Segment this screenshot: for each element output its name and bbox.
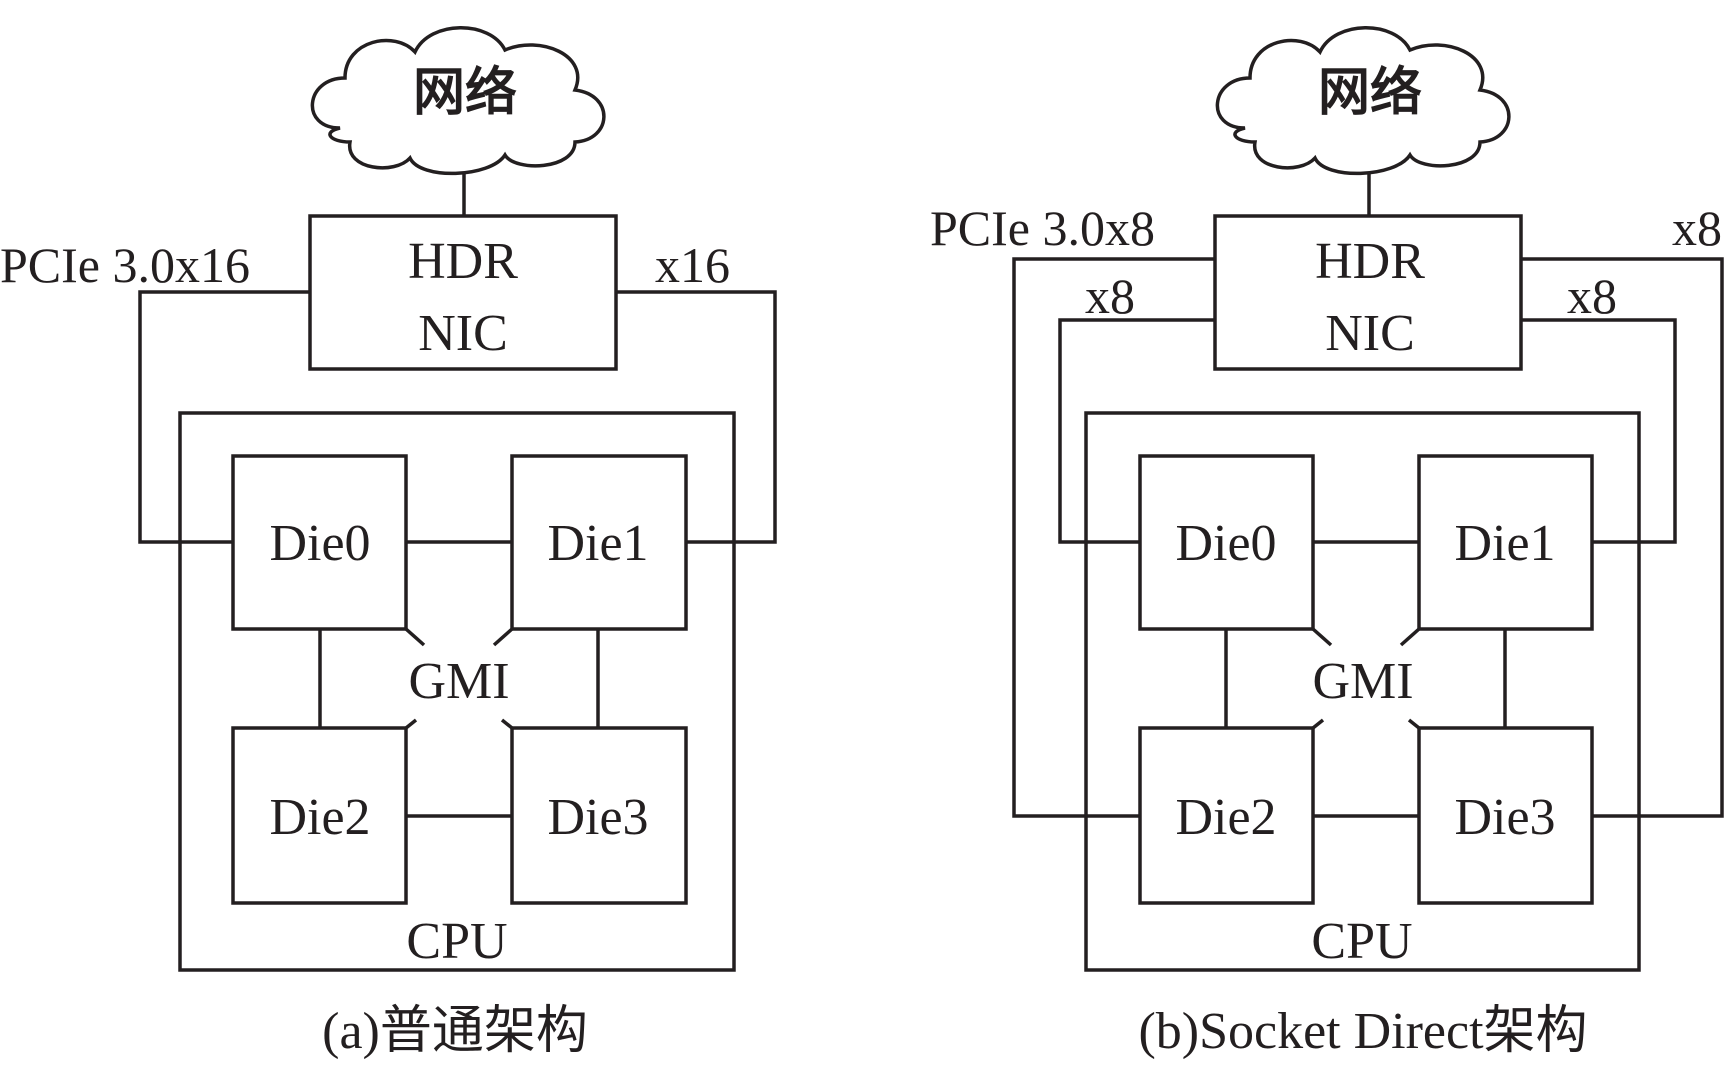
die2-box-a xyxy=(231,726,408,905)
pcie-label-right-a: x16 xyxy=(655,237,730,293)
pcie-label-outer-right-b: x8 xyxy=(1672,200,1722,256)
gmi-label-b: GMI xyxy=(1312,653,1413,710)
pcie-label-inner-left-b: x8 xyxy=(1085,268,1135,324)
pcie-link-left-a xyxy=(138,290,310,544)
gmi-stub-die1-a xyxy=(492,627,514,647)
network-cloud-a xyxy=(310,26,606,176)
die3-label-a: Die3 xyxy=(547,789,648,846)
hdr-nic-b xyxy=(1213,214,1523,371)
die0-label-b: Die0 xyxy=(1175,515,1276,572)
network-cloud-b xyxy=(1215,26,1511,176)
gmi-stub-die0-a xyxy=(404,627,426,647)
cpu-box-a xyxy=(178,411,736,972)
pcie-link-inner-right-b xyxy=(1521,318,1677,544)
die0-box-a xyxy=(231,454,408,631)
die3-box-b xyxy=(1417,726,1594,905)
die2-label-a: Die2 xyxy=(269,789,370,846)
die1-label-a: Die1 xyxy=(547,515,648,572)
cpu-label-a: CPU xyxy=(406,913,507,970)
cloud-label-b: 网络 xyxy=(1318,63,1422,123)
cpu-box-b xyxy=(1084,411,1641,972)
die3-label-b: Die3 xyxy=(1454,789,1555,846)
pcie-link-outer-right-b xyxy=(1521,257,1724,818)
pcie-label-outer-left-b: PCIe 3.0x8 xyxy=(930,200,1155,256)
caption-b: (b)Socket Direct架构 xyxy=(1138,1003,1587,1060)
pcie-label-inner-right-b: x8 xyxy=(1567,268,1617,324)
hdr-nic-a xyxy=(308,214,618,371)
cpu-label-b: CPU xyxy=(1311,913,1412,970)
die1-label-b: Die1 xyxy=(1454,515,1555,572)
die2-box-b xyxy=(1138,726,1315,905)
panel-b: 网络 HDR NIC PCIe 3.0x8 x8 x8 x8 CPU GMI D… xyxy=(930,26,1724,1060)
gmi-label-a: GMI xyxy=(408,653,509,710)
gmi-stub-die1-b xyxy=(1399,627,1421,647)
nic-label-line2-b: NIC xyxy=(1325,305,1415,362)
pcie-link-outer-left-b xyxy=(1012,257,1215,818)
gmi-stub-die0-b xyxy=(1311,627,1333,647)
caption-a: (a)普通架构 xyxy=(322,1003,588,1060)
die2-label-b: Die2 xyxy=(1175,789,1276,846)
pcie-link-inner-left-b xyxy=(1058,318,1215,544)
panel-a: 网络 HDR NIC PCIe 3.0x16 x16 CPU GMI Die0 … xyxy=(0,26,777,1060)
die1-box-a xyxy=(510,454,688,631)
nic-label-line2-a: NIC xyxy=(418,305,508,362)
die1-box-b xyxy=(1417,454,1594,631)
pcie-link-right-a xyxy=(616,290,777,544)
nic-label-line1-a: HDR xyxy=(408,233,518,290)
die3-box-a xyxy=(510,726,688,905)
pcie-label-left-a: PCIe 3.0x16 xyxy=(0,237,250,293)
cloud-label-a: 网络 xyxy=(413,63,517,123)
die0-box-b xyxy=(1138,454,1315,631)
nic-label-line1-b: HDR xyxy=(1315,233,1425,290)
die0-label-a: Die0 xyxy=(269,515,370,572)
